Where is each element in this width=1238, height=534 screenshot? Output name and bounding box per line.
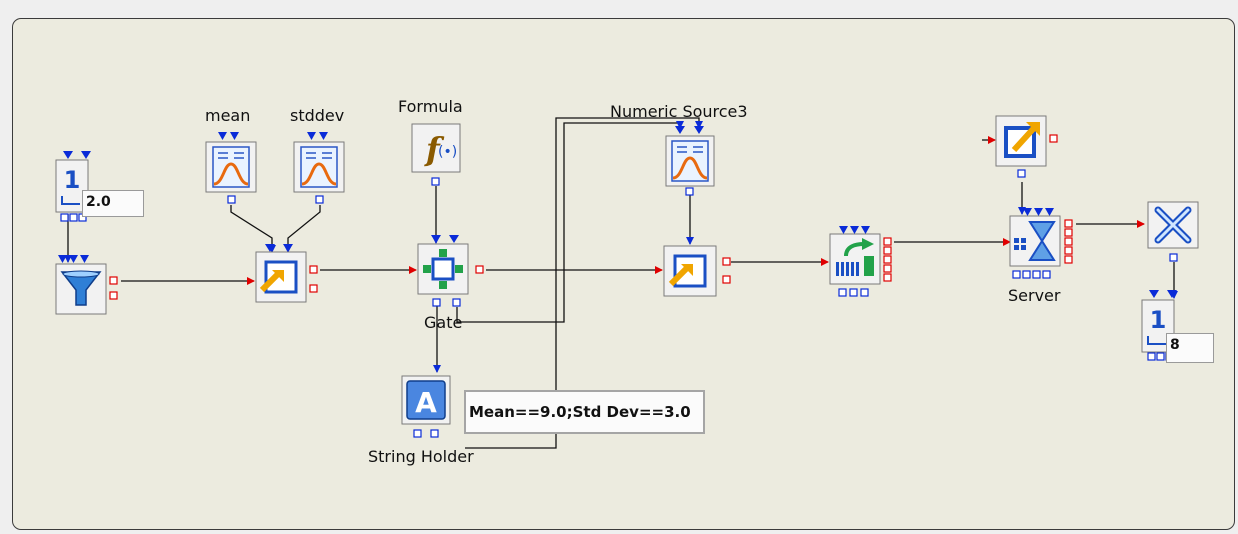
string-holder-value: Mean==9.0;Std Dev==3.0: [464, 390, 705, 434]
string-holder-block[interactable]: A: [401, 375, 451, 438]
numeric-source-label: Numeric Source3: [610, 102, 748, 121]
formula-label: Formula: [398, 97, 463, 116]
counter-icon: 1: [1147, 306, 1167, 345]
server-label: Server: [1008, 286, 1061, 305]
distribution-icon: [212, 146, 250, 188]
switch-block-1[interactable]: [255, 251, 318, 303]
counter-right-value: 8: [1166, 333, 1214, 363]
counter-left-value: 2.0: [82, 190, 144, 217]
server-block[interactable]: [1009, 215, 1073, 279]
gate-icon: [423, 249, 463, 289]
exit-icon: [1004, 122, 1040, 158]
terminate-block[interactable]: [1147, 201, 1199, 262]
wire-numsource-gate: [456, 122, 680, 323]
string-holder-label: String Holder: [368, 447, 474, 466]
gate-label: Gate: [424, 313, 463, 332]
string-holder-icon: A: [406, 380, 446, 420]
stddev-block[interactable]: [293, 141, 345, 204]
exit-block[interactable]: [995, 115, 1058, 178]
switch-icon: [668, 254, 707, 288]
wire-numsource-stringholder: [465, 117, 700, 449]
svg-text:f: f: [424, 130, 445, 168]
svg-text:1: 1: [64, 166, 81, 194]
distribution-icon: [671, 140, 709, 182]
gate-block[interactable]: [417, 243, 484, 307]
queue-icon: [836, 238, 874, 276]
mean-label: mean: [205, 106, 251, 125]
filter-block[interactable]: [55, 263, 118, 315]
counter-icon: 1: [61, 166, 81, 205]
formula-icon: f (•): [424, 130, 457, 168]
svg-text:1: 1: [1150, 306, 1167, 334]
wire-stddev-switch: [284, 205, 321, 253]
distribution-icon: [300, 146, 338, 188]
terminate-icon: [1154, 206, 1192, 244]
numeric-source-block[interactable]: [665, 135, 715, 196]
queue-block[interactable]: [829, 233, 892, 297]
model-canvas[interactable]: [12, 18, 1235, 530]
switch-block-2[interactable]: [663, 245, 731, 297]
svg-text:(•): (•): [438, 144, 457, 160]
filter-icon: [60, 270, 102, 306]
server-icon: [1014, 221, 1056, 261]
formula-block[interactable]: f (•): [411, 123, 461, 186]
svg-text:A: A: [415, 386, 437, 419]
mean-block[interactable]: [205, 141, 257, 204]
switch-icon: [259, 260, 298, 294]
stddev-label: stddev: [290, 106, 345, 125]
